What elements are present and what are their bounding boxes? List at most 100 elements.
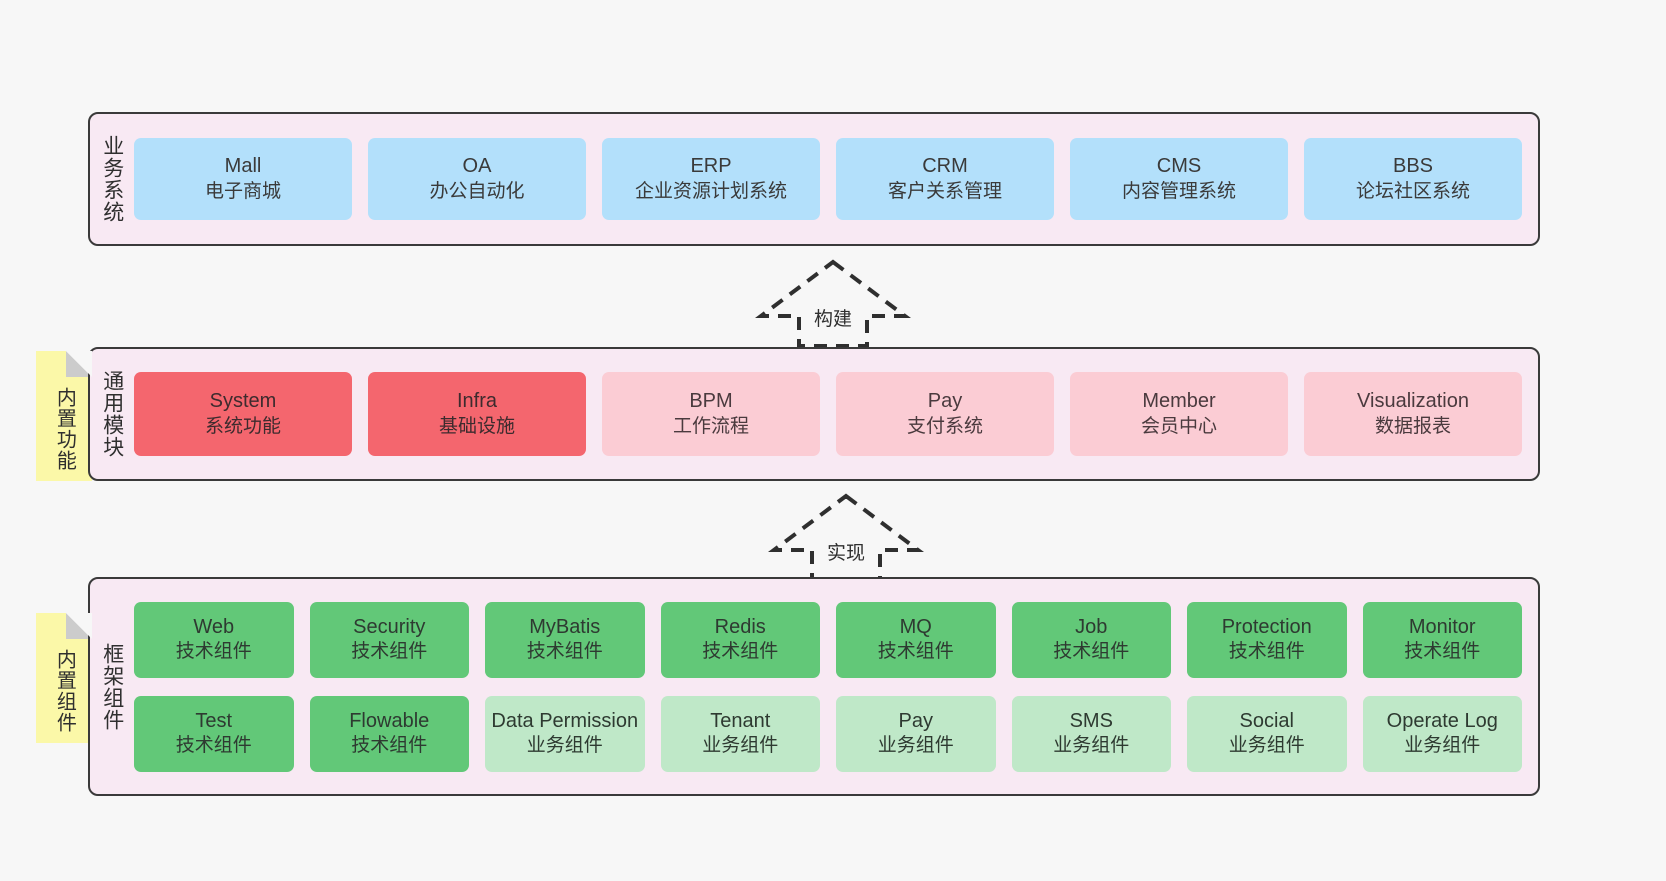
- layer-title-framework-components: 框架组件: [100, 642, 124, 731]
- card-tenant[interactable]: Tenant 业务组件: [660, 695, 820, 772]
- card-subtitle: 支付系统: [906, 415, 983, 437]
- layer-title-common-modules: 通用模块: [100, 370, 124, 458]
- card-title: System: [209, 390, 277, 413]
- card-title: CMS: [1156, 155, 1202, 178]
- card-protection[interactable]: Protection 技术组件: [1187, 601, 1347, 678]
- card-subtitle: 技术组件: [877, 641, 954, 663]
- card-subtitle: 工作流程: [672, 415, 749, 437]
- card-subtitle: 业务组件: [877, 735, 954, 757]
- card-row: Web 技术组件 Security 技术组件 MyBatis 技术组件 Redi…: [134, 601, 1522, 678]
- card-oa[interactable]: OA 办公自动化: [368, 138, 586, 220]
- card-subtitle: 业务组件: [1228, 735, 1305, 757]
- card-cms[interactable]: CMS 内容管理系统: [1070, 138, 1288, 220]
- card-visualization[interactable]: Visualization 数据报表: [1304, 372, 1522, 456]
- connector-label: 构建: [810, 304, 856, 331]
- layer-business-systems: 业务系统 Mall 电子商城 OA 办公自动化 ERP 企业资源计划系统 CRM…: [88, 112, 1540, 246]
- card-social[interactable]: Social 业务组件: [1187, 695, 1347, 772]
- card-member[interactable]: Member 会员中心: [1070, 372, 1288, 456]
- card-security[interactable]: Security 技术组件: [309, 601, 469, 678]
- card-title: Protection: [1221, 615, 1312, 638]
- connector-build: 构建: [755, 258, 911, 348]
- card-bbs[interactable]: BBS 论坛社区系统: [1304, 138, 1522, 220]
- card-subtitle: 业务组件: [702, 735, 779, 757]
- card-job[interactable]: Job 技术组件: [1011, 601, 1171, 678]
- card-data-permission[interactable]: Data Permission 业务组件: [485, 695, 645, 772]
- card-subtitle: 基础设施: [438, 415, 515, 437]
- layer-body-business-systems: Mall 电子商城 OA 办公自动化 ERP 企业资源计划系统 CRM 客户关系…: [134, 114, 1538, 244]
- card-title: Redis: [714, 615, 766, 638]
- card-sms[interactable]: SMS 业务组件: [1011, 695, 1171, 772]
- card-redis[interactable]: Redis 技术组件: [660, 601, 820, 678]
- card-title: ERP: [690, 155, 732, 178]
- card-subtitle: 业务组件: [526, 735, 603, 757]
- card-subtitle: 业务组件: [1053, 735, 1130, 757]
- card-subtitle: 论坛社区系统: [1355, 180, 1470, 202]
- card-title: Visualization: [1357, 390, 1469, 413]
- card-mybatis[interactable]: MyBatis 技术组件: [485, 601, 645, 678]
- card-title: Data Permission: [491, 709, 639, 732]
- dashed-up-arrow-icon: [755, 259, 911, 348]
- layer-body-common-modules: System 系统功能 Infra 基础设施 BPM 工作流程 Pay 支付系统…: [134, 349, 1538, 479]
- card-title: SMS: [1069, 709, 1113, 732]
- card-subtitle: 业务组件: [1404, 735, 1481, 757]
- card-monitor[interactable]: Monitor 技术组件: [1362, 601, 1522, 678]
- layer-framework-components: 框架组件 Web 技术组件 Security 技术组件 MyBatis 技术组件…: [88, 577, 1540, 796]
- card-subtitle: 系统功能: [204, 415, 281, 437]
- card-pay-business[interactable]: Pay 业务组件: [836, 695, 996, 772]
- dashed-up-arrow-icon: [768, 493, 924, 582]
- card-erp[interactable]: ERP 企业资源计划系统: [602, 138, 820, 220]
- card-title: OA: [462, 155, 492, 178]
- note-label: 内置组件: [53, 649, 76, 733]
- card-subtitle: 技术组件: [351, 641, 428, 663]
- layer-title-business-systems: 业务系统: [100, 135, 124, 223]
- card-subtitle: 数据报表: [1374, 415, 1451, 437]
- card-subtitle: 技术组件: [526, 641, 603, 663]
- card-subtitle: 企业资源计划系统: [634, 180, 787, 202]
- card-crm[interactable]: CRM 客户关系管理: [836, 138, 1054, 220]
- card-subtitle: 技术组件: [1404, 641, 1481, 663]
- card-title: Operate Log: [1386, 709, 1498, 732]
- card-flowable[interactable]: Flowable 技术组件: [309, 695, 469, 772]
- card-subtitle: 技术组件: [702, 641, 779, 663]
- card-subtitle: 电子商城: [204, 180, 281, 202]
- card-title: Tenant: [710, 709, 771, 732]
- note-builtin-features: 内置功能: [36, 351, 92, 481]
- card-mall[interactable]: Mall 电子商城: [134, 138, 352, 220]
- card-title: MyBatis: [529, 615, 601, 638]
- card-title: MQ: [899, 615, 932, 638]
- connector-implement: 实现: [768, 492, 924, 582]
- card-title: CRM: [922, 155, 968, 178]
- card-title: BBS: [1392, 155, 1434, 178]
- card-title: Pay: [898, 709, 933, 732]
- layer-body-framework-components: Web 技术组件 Security 技术组件 MyBatis 技术组件 Redi…: [134, 579, 1538, 794]
- card-title: Monitor: [1408, 615, 1476, 638]
- card-title: Mall: [224, 155, 262, 178]
- card-infra[interactable]: Infra 基础设施: [368, 372, 586, 456]
- card-bpm[interactable]: BPM 工作流程: [602, 372, 820, 456]
- card-title: Member: [1142, 390, 1216, 413]
- layer-common-modules: 通用模块 System 系统功能 Infra 基础设施 BPM 工作流程 Pay…: [88, 347, 1540, 481]
- card-subtitle: 客户关系管理: [887, 180, 1002, 202]
- card-title: Job: [1075, 615, 1108, 638]
- card-subtitle: 技术组件: [1228, 641, 1305, 663]
- card-subtitle: 内容管理系统: [1121, 180, 1236, 202]
- card-mq[interactable]: MQ 技术组件: [836, 601, 996, 678]
- card-pay[interactable]: Pay 支付系统: [836, 372, 1054, 456]
- card-test[interactable]: Test 技术组件: [134, 695, 294, 772]
- card-row: System 系统功能 Infra 基础设施 BPM 工作流程 Pay 支付系统…: [134, 372, 1522, 456]
- card-subtitle: 会员中心: [1140, 415, 1217, 437]
- card-subtitle: 技术组件: [1053, 641, 1130, 663]
- card-title: Infra: [456, 390, 498, 413]
- card-title: Security: [353, 615, 426, 638]
- card-system[interactable]: System 系统功能: [134, 372, 352, 456]
- card-title: Pay: [927, 390, 963, 413]
- card-row: Test 技术组件 Flowable 技术组件 Data Permission …: [134, 695, 1522, 772]
- note-builtin-components: 内置组件: [36, 613, 92, 743]
- card-operate-log[interactable]: Operate Log 业务组件: [1362, 695, 1522, 772]
- card-web[interactable]: Web 技术组件: [134, 601, 294, 678]
- card-title: BPM: [689, 390, 733, 413]
- card-subtitle: 技术组件: [175, 641, 252, 663]
- card-title: Social: [1239, 709, 1294, 732]
- card-title: Flowable: [349, 709, 430, 732]
